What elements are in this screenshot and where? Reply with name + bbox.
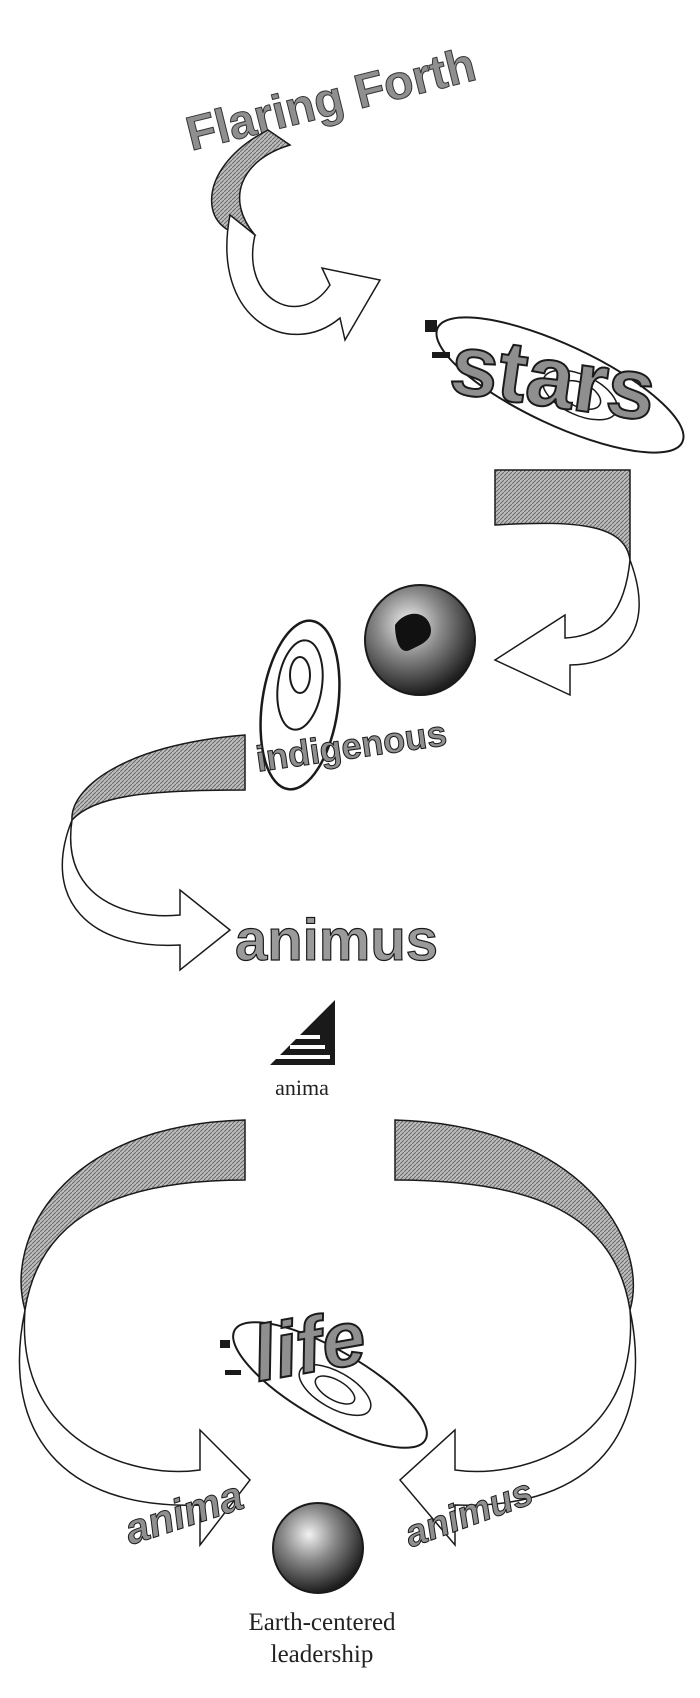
arrow-left-anima: anima (19, 1120, 250, 1554)
indigenous-emblem: indigenous (251, 585, 475, 794)
caption-line-1: Earth-centered (248, 1609, 396, 1636)
stars-label: stars (445, 316, 662, 440)
arrow-right-animus: animus (395, 1120, 636, 1556)
arrow-indigenous-to-animus (62, 735, 245, 970)
animus-label: animus (235, 908, 438, 973)
caption-line-2: leadership (271, 1641, 374, 1668)
animus-emblem: animus anima (235, 908, 438, 1100)
life-emblem: life (217, 1292, 443, 1470)
stepped-triangle-icon (270, 1000, 335, 1065)
anima-caption: anima (275, 1075, 329, 1100)
arrow-stars-to-indigenous (495, 470, 639, 695)
arrow-flaring-to-stars (212, 130, 380, 340)
life-label: life (246, 1292, 372, 1398)
earth-globe-icon (273, 1503, 363, 1593)
stars-emblem: stars (421, 292, 700, 479)
title-flaring-forth: Flaring Forth (181, 38, 481, 161)
